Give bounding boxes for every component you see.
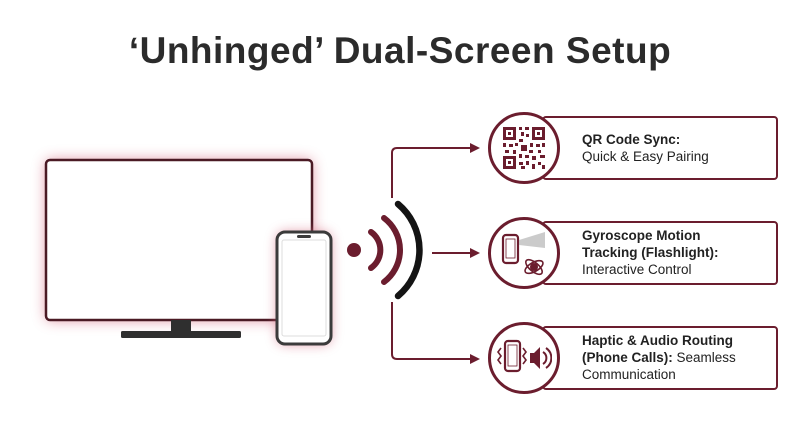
feature-icon-circle	[488, 112, 560, 184]
feature-text: Haptic & Audio Routing (Phone Calls): Se…	[582, 321, 772, 393]
feature-text: QR Code Sync: Quick & Easy Pairing	[582, 112, 772, 184]
feature-icon-circle	[488, 217, 560, 289]
feature-title-line2: Tracking (Flashlight):	[582, 244, 719, 260]
feature-description-inline: Seamless	[676, 349, 736, 365]
feature-icon-circle	[488, 322, 560, 394]
tv-monitor-icon	[44, 158, 314, 338]
feature-haptic-audio-routing: Haptic & Audio Routing (Phone Calls): Se…	[488, 322, 780, 394]
feature-box	[542, 326, 778, 390]
wireless-signal-icon	[347, 200, 423, 300]
smartphone-icon	[275, 230, 333, 346]
feature-title-line2: (Phone Calls):	[582, 349, 673, 365]
diagram-title: ‘Unhinged’ Dual-Screen Setup	[128, 30, 672, 71]
feature-title: QR Code Sync:	[582, 132, 681, 147]
feature-description: Communication	[582, 366, 676, 382]
feature-title-line1: Haptic & Audio Routing	[582, 332, 733, 348]
gyroscope-flashlight-icon	[501, 232, 545, 276]
haptic-audio-icon	[497, 339, 552, 373]
feature-description: Interactive Control	[582, 261, 692, 277]
connector-arrows	[391, 143, 480, 364]
qr-code-icon	[503, 127, 545, 169]
feature-box	[542, 116, 778, 180]
feature-text: Gyroscope Motion Tracking (Flashlight): …	[582, 216, 772, 288]
feature-title-line1: Gyroscope Motion	[582, 227, 701, 243]
feature-qr-code-sync: QR Code Sync: Quick & Easy Pairing	[488, 112, 780, 184]
feature-description: Quick & Easy Pairing	[582, 149, 709, 164]
feature-box	[542, 221, 778, 285]
feature-gyroscope-tracking: Gyroscope Motion Tracking (Flashlight): …	[488, 217, 780, 289]
